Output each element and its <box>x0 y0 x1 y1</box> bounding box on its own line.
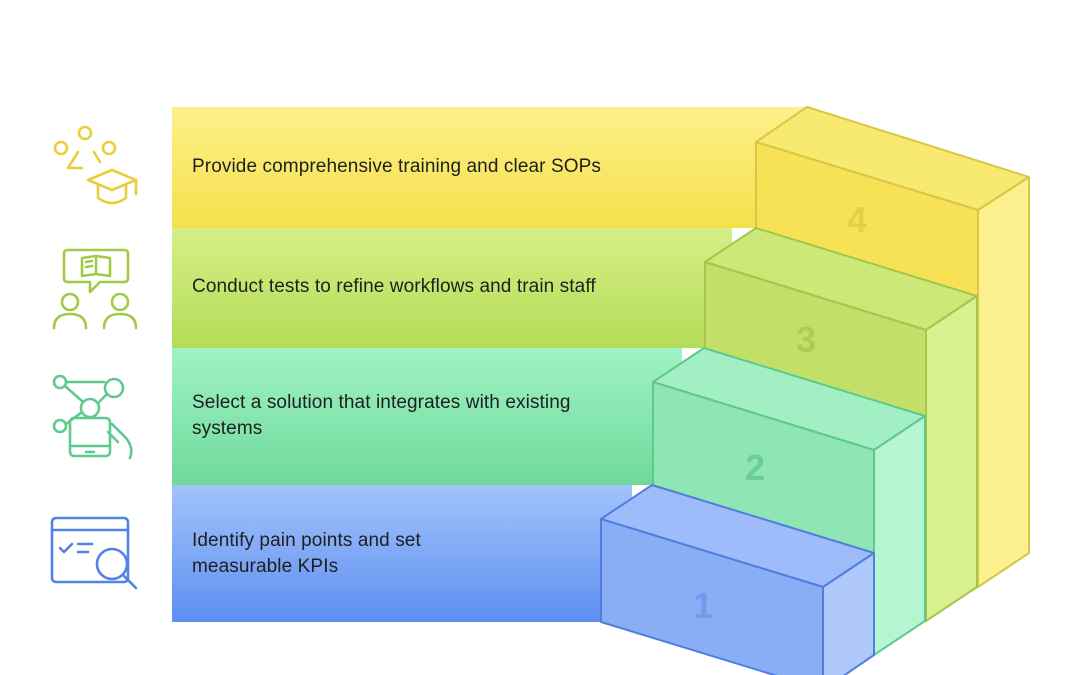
step-3-text: Conduct tests to refine workflows and tr… <box>192 276 596 297</box>
step-2-text: Select a solution that integrates with e… <box>192 392 571 439</box>
band-step-2 <box>172 348 682 485</box>
block-number-4: 4 <box>847 199 867 240</box>
step-4-text: Provide comprehensive training and clear… <box>192 156 601 177</box>
graduation-cap-icon <box>48 122 144 218</box>
block-number-3: 3 <box>796 319 816 360</box>
training-discussion-icon <box>48 244 144 340</box>
block-step-1 <box>600 484 875 675</box>
block-number-1: 1 <box>693 585 713 626</box>
kpi-analysis-icon <box>48 512 144 608</box>
block-number-2: 2 <box>745 447 765 488</box>
band-step-1 <box>172 485 632 622</box>
step-1-text: Identify pain points and set measurable … <box>192 530 421 577</box>
integration-network-icon <box>46 368 142 464</box>
band-step-3 <box>172 228 732 348</box>
band-step-4 <box>172 107 812 228</box>
